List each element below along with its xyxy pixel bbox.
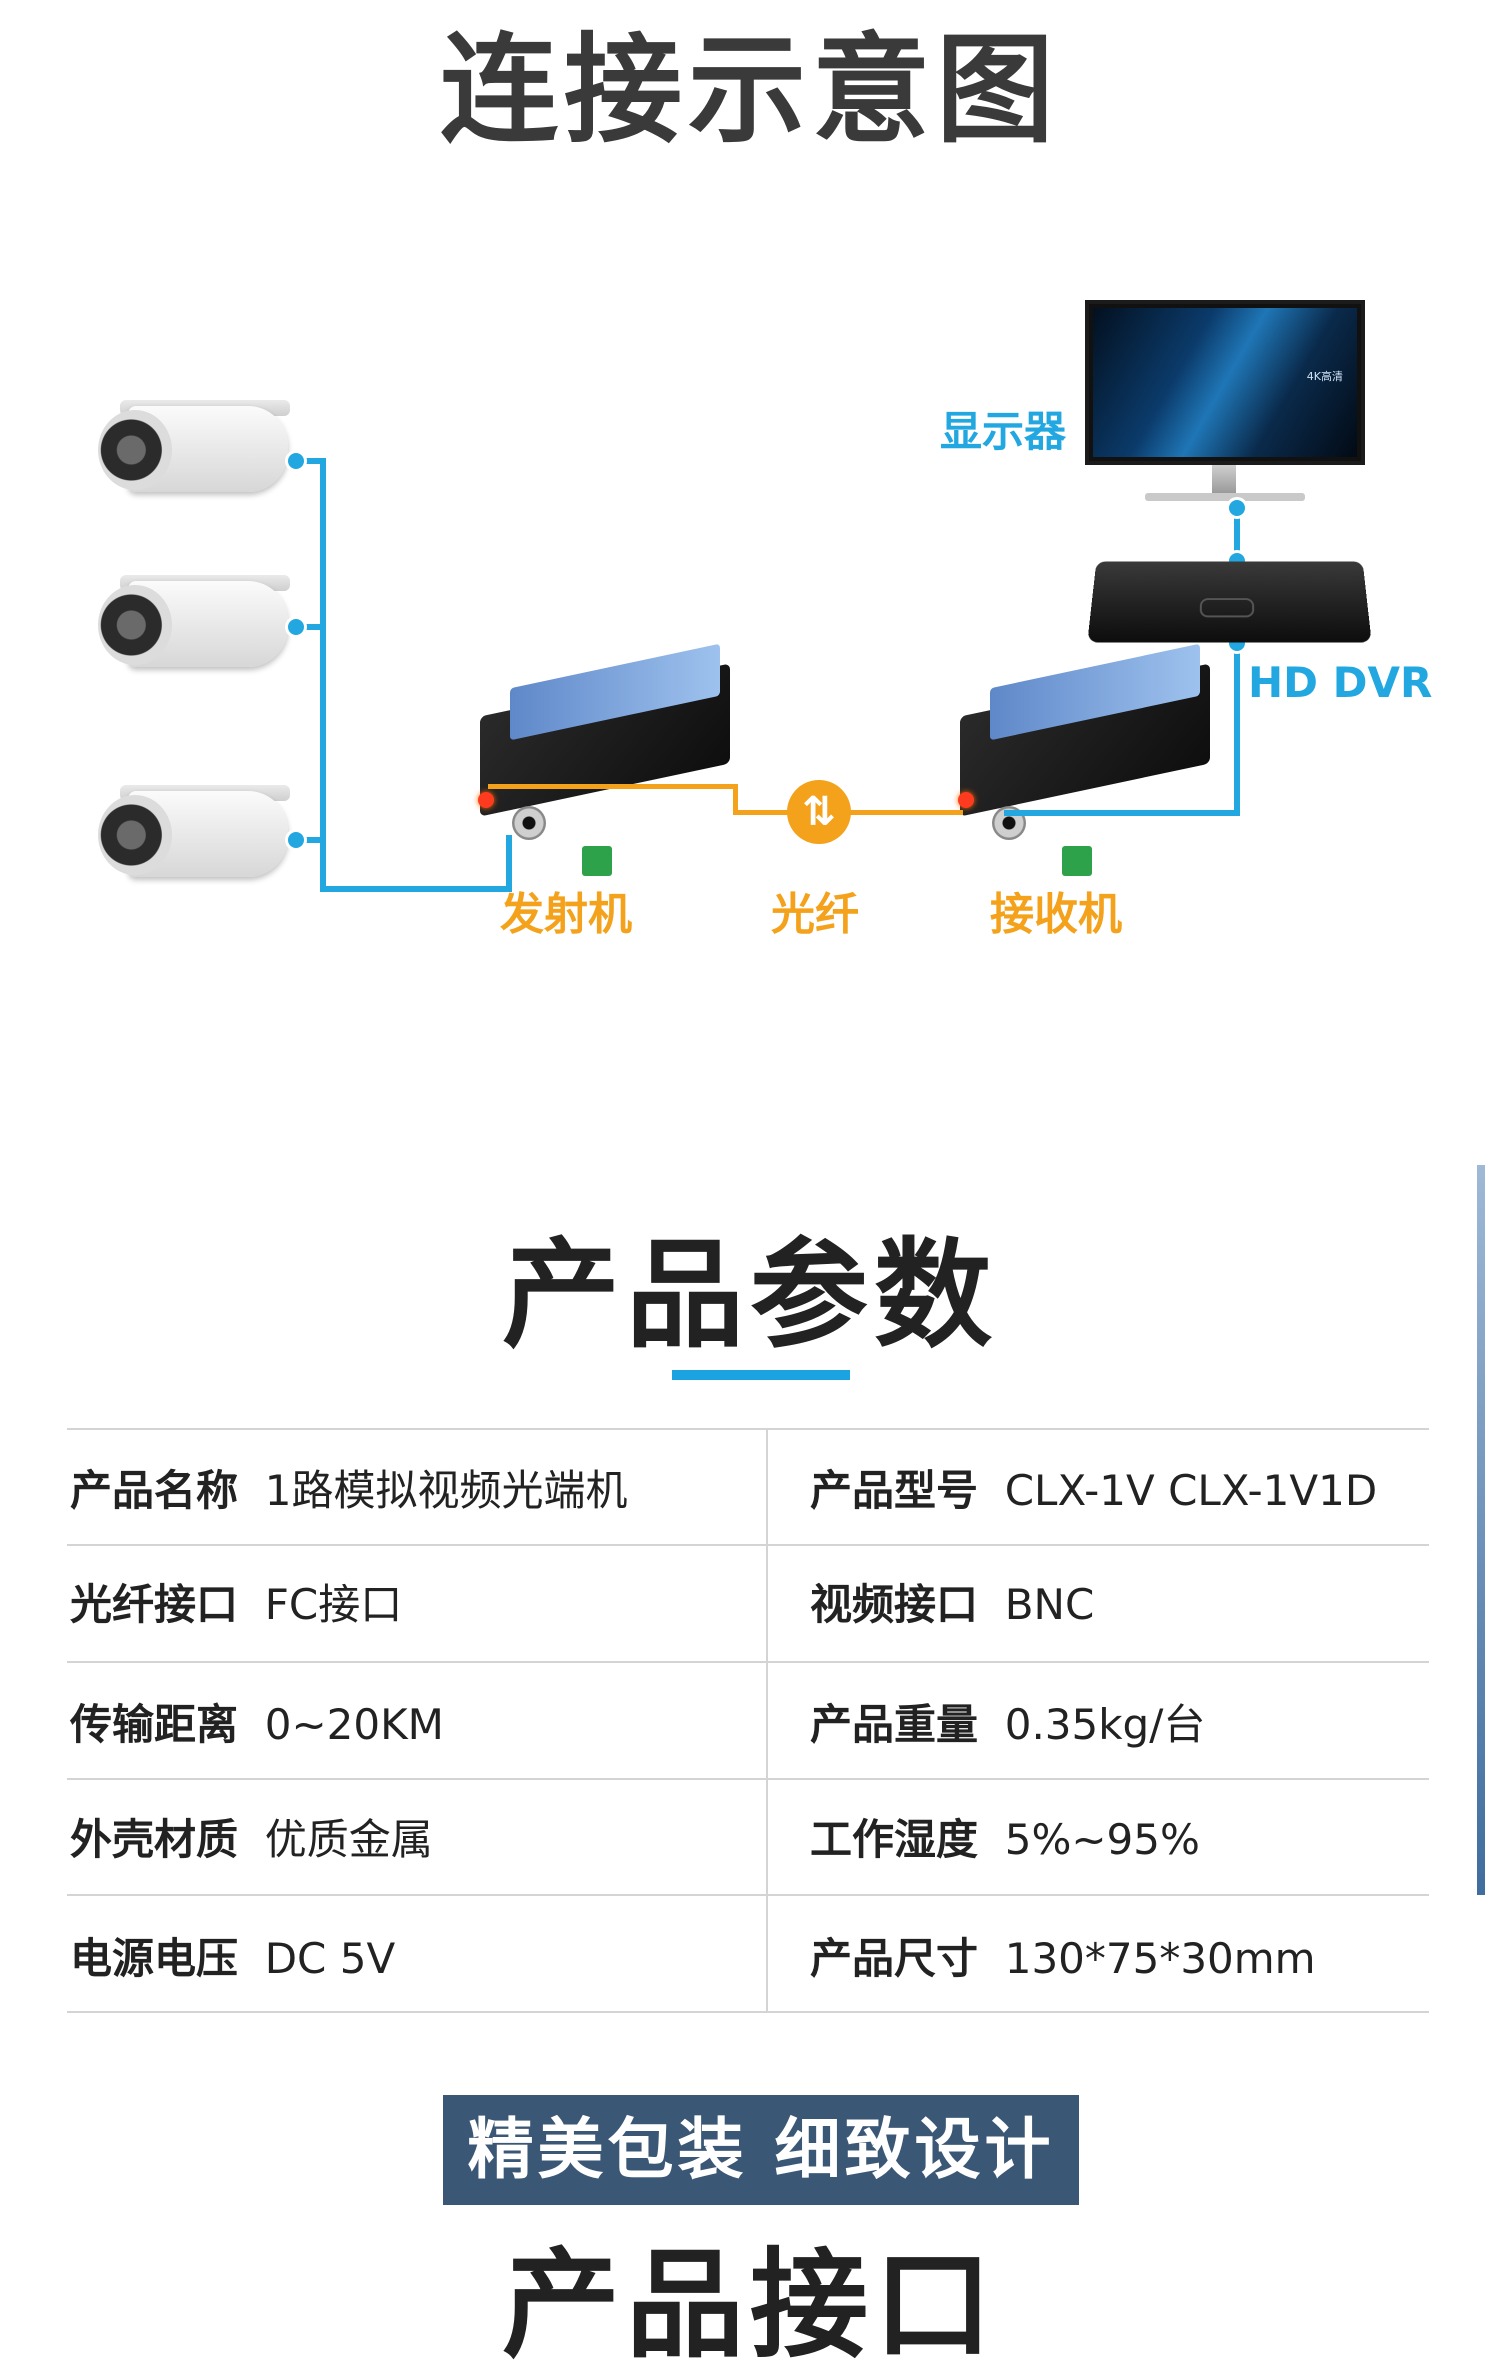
interfaces-title: 产品接口 xyxy=(0,2235,1500,2375)
table-row: 产品名称 1路模拟视频光端机 xyxy=(70,1466,627,1516)
connector-dot xyxy=(285,829,307,851)
receiver-device xyxy=(950,660,1220,800)
param-key: 电源电压 xyxy=(70,1934,238,1983)
dvr-wire-vertical xyxy=(1234,640,1240,816)
transmitter-device xyxy=(470,660,740,800)
param-key: 产品名称 xyxy=(70,1466,238,1515)
table-divider xyxy=(67,1661,1429,1663)
transmitter-label: 发射机 xyxy=(500,878,632,942)
param-value: BNC xyxy=(1005,1580,1095,1629)
params-title: 产品参数 xyxy=(0,1225,1500,1365)
param-key: 视频接口 xyxy=(810,1580,978,1629)
dvr-label: HD DVR xyxy=(1248,658,1432,707)
param-value: 130*75*30mm xyxy=(1005,1934,1316,1983)
param-key: 产品型号 xyxy=(810,1466,978,1515)
table-row: 光纤接口 FC接口 xyxy=(70,1580,402,1630)
packaging-banner: 精美包装 细致设计 xyxy=(443,2095,1079,2205)
monitor-base xyxy=(1145,493,1305,501)
param-value: CLX-1V CLX-1V1D xyxy=(1005,1466,1377,1515)
title-underline xyxy=(672,1370,850,1380)
table-divider xyxy=(67,1894,1429,1896)
table-row: 产品型号 CLX-1V CLX-1V1D xyxy=(810,1466,1377,1516)
table-row: 电源电压 DC 5V xyxy=(70,1934,395,1984)
table-row: 传输距离 0~20KM xyxy=(70,1700,444,1750)
param-value: 0.35kg/台 xyxy=(1005,1700,1206,1749)
param-value: 5%~95% xyxy=(1005,1815,1200,1864)
dvr-recorder xyxy=(1087,561,1371,642)
param-value: 1路模拟视频光端机 xyxy=(265,1466,628,1515)
diagram-title: 连接示意图 xyxy=(0,20,1500,160)
param-value: FC接口 xyxy=(265,1580,403,1629)
table-row: 产品重量 0.35kg/台 xyxy=(810,1700,1205,1750)
monitor-screen-text: 4K高清 xyxy=(1307,368,1343,384)
table-row: 工作湿度 5%~95% xyxy=(810,1815,1200,1865)
side-accent-bar xyxy=(1477,1165,1485,1895)
receiver-label: 接收机 xyxy=(990,878,1122,942)
param-value: 0~20KM xyxy=(265,1700,444,1749)
param-value: DC 5V xyxy=(265,1934,395,1983)
param-key: 外壳材质 xyxy=(70,1815,238,1864)
monitor-display: 4K高清 xyxy=(1085,300,1365,465)
param-key: 产品尺寸 xyxy=(810,1934,978,1983)
camera-2 xyxy=(98,575,288,675)
param-key: 传输距离 xyxy=(70,1700,238,1749)
param-value: 优质金属 xyxy=(265,1815,433,1864)
monitor-stand xyxy=(1212,465,1236,493)
param-key: 产品重量 xyxy=(810,1700,978,1749)
connector-dot xyxy=(1226,497,1248,519)
table-row: 外壳材质 优质金属 xyxy=(70,1815,433,1865)
connector-dot xyxy=(285,616,307,638)
param-key: 工作湿度 xyxy=(810,1815,978,1864)
table-divider xyxy=(67,1428,1429,1430)
table-divider xyxy=(67,2011,1429,2013)
camera-bus-bottom xyxy=(320,886,512,892)
fiber-link-icon: ⇅ xyxy=(787,780,851,844)
fiber-line-left xyxy=(488,784,738,789)
fiber-label: 光纤 xyxy=(771,878,859,942)
table-divider xyxy=(67,1778,1429,1780)
table-divider xyxy=(67,1544,1429,1546)
table-row: 产品尺寸 130*75*30mm xyxy=(810,1934,1316,1984)
camera-bus-vertical xyxy=(320,458,326,892)
connector-dot xyxy=(285,450,307,472)
camera-1 xyxy=(98,400,288,500)
monitor-label: 显示器 xyxy=(940,398,1066,459)
receiver-out-wire xyxy=(1004,810,1240,816)
camera-3 xyxy=(98,785,288,885)
table-row: 视频接口 BNC xyxy=(810,1580,1094,1630)
param-key: 光纤接口 xyxy=(70,1580,238,1629)
table-column-divider xyxy=(766,1428,768,2013)
